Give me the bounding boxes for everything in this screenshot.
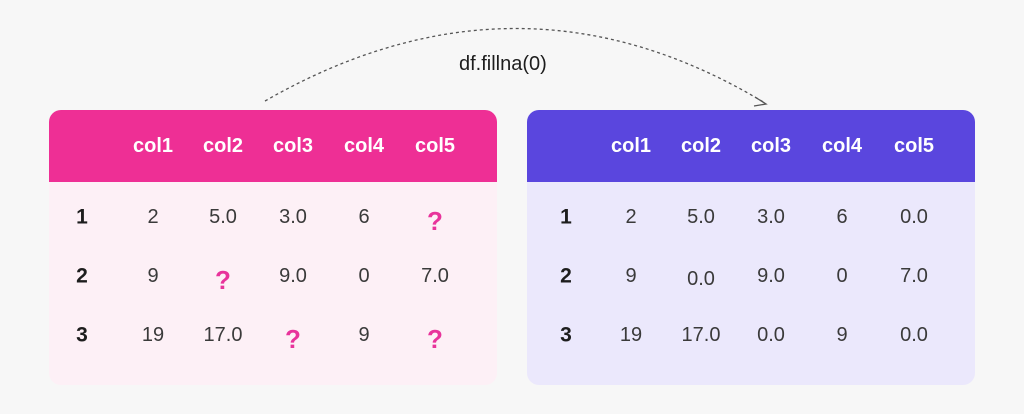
- table-cell: 17.0: [203, 324, 243, 346]
- table-cell: 9: [836, 324, 848, 346]
- left-table-header: col1 col2 col3 col4 col5: [49, 110, 497, 182]
- table-cell: 0: [358, 265, 370, 287]
- column-header: col2: [680, 135, 722, 157]
- column-header: col2: [202, 135, 244, 157]
- arrow-head-icon: [753, 96, 768, 107]
- filled-value: 0.0: [687, 268, 715, 290]
- table-cell: 7.0: [421, 265, 449, 287]
- row-label: 3: [560, 323, 572, 347]
- table-cell: 19: [141, 324, 165, 346]
- table-cell: 0: [836, 265, 848, 287]
- column-header: col4: [821, 135, 863, 157]
- right-table-panel: col1 col2 col3 col4 col5 1 2 5.0 3.0 6 0…: [527, 110, 975, 385]
- left-table-panel: col1 col2 col3 col4 col5 1 2 5.0 3.0 6 ?…: [49, 110, 497, 385]
- missing-value-marker: ?: [427, 324, 443, 354]
- right-table-header: col1 col2 col3 col4 col5: [527, 110, 975, 182]
- table-cell: 2: [625, 206, 637, 228]
- table-cell: 9.0: [757, 265, 785, 287]
- table-cell: 17.0: [681, 324, 721, 346]
- row-label: 2: [560, 264, 572, 288]
- table-cell: 9: [147, 265, 159, 287]
- table-cell: 6: [836, 206, 848, 228]
- row-label: 1: [560, 205, 572, 229]
- filled-value: 0.0: [900, 206, 928, 228]
- table-cell: 7.0: [900, 265, 928, 287]
- table-cell: 2: [147, 206, 159, 228]
- table-cell: 3.0: [279, 206, 307, 228]
- missing-value-marker: ?: [215, 265, 231, 295]
- table-cell: 19: [619, 324, 643, 346]
- table-cell: 3.0: [757, 206, 785, 228]
- table-cell: 5.0: [209, 206, 237, 228]
- column-header: col5: [893, 135, 935, 157]
- row-label: 1: [76, 205, 88, 229]
- filled-value: 0.0: [900, 324, 928, 346]
- operation-caption: df.fillna(0): [459, 53, 547, 75]
- table-cell: 5.0: [687, 206, 715, 228]
- row-label: 3: [76, 323, 88, 347]
- column-header: col1: [610, 135, 652, 157]
- filled-value: 0.0: [757, 324, 785, 346]
- row-label: 2: [76, 264, 88, 288]
- table-cell: 9.0: [279, 265, 307, 287]
- missing-value-marker: ?: [427, 206, 443, 236]
- column-header: col5: [414, 135, 456, 157]
- missing-value-marker: ?: [285, 324, 301, 354]
- column-header: col4: [343, 135, 385, 157]
- table-cell: 9: [625, 265, 637, 287]
- table-cell: 9: [358, 324, 370, 346]
- table-cell: 6: [358, 206, 370, 228]
- column-header: col1: [132, 135, 174, 157]
- column-header: col3: [272, 135, 314, 157]
- column-header: col3: [750, 135, 792, 157]
